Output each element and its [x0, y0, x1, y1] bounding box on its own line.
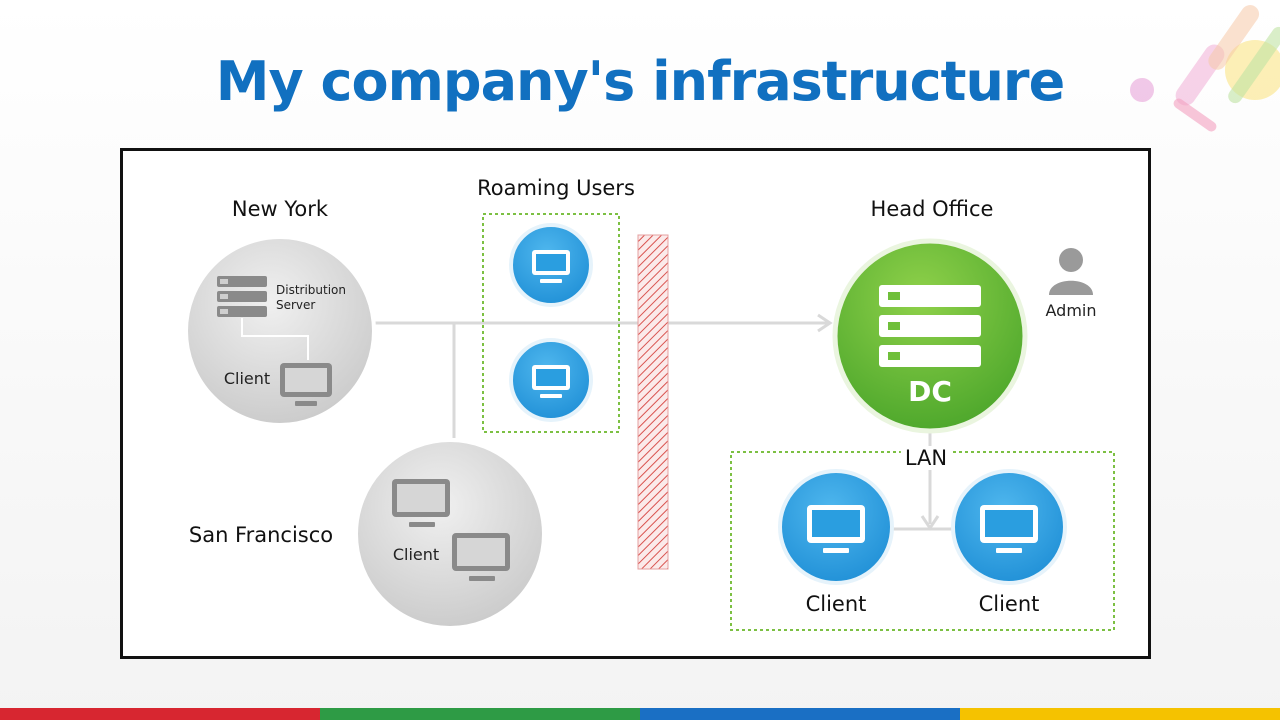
firewall	[637, 234, 669, 570]
san-francisco-site	[354, 438, 546, 630]
distribution-server-label: Distribution Server	[276, 283, 346, 313]
server-label-line-1: Distribution	[276, 283, 347, 297]
lan-client-label: Client	[805, 592, 867, 616]
admin-icon	[1049, 248, 1093, 295]
site-title-roaming-users: Roaming Users	[477, 176, 635, 200]
distribution-server-icon	[217, 276, 267, 317]
diagram-graphics	[184, 213, 1115, 631]
lan-client-node	[778, 469, 894, 585]
client-monitor-icon	[392, 479, 450, 527]
client-label: Client	[392, 545, 440, 564]
bar-segment-yellow	[960, 708, 1280, 720]
lan-boundary	[730, 451, 1115, 631]
client-monitor-icon	[452, 533, 510, 581]
server-icon	[879, 285, 981, 367]
bottom-color-bar	[0, 708, 1280, 720]
bar-segment-green	[320, 708, 640, 720]
roaming-user-node	[509, 338, 593, 422]
lan-client-label: Client	[978, 592, 1040, 616]
client-label: Client	[223, 369, 271, 388]
lan-label: LAN	[900, 446, 952, 470]
admin-label: Admin	[1045, 301, 1097, 320]
lan-client-node	[951, 469, 1067, 585]
client-monitor-icon	[280, 363, 332, 406]
arrow-to-dc	[817, 313, 833, 333]
site-title-head-office: Head Office	[870, 197, 994, 221]
arrow-to-lan	[920, 515, 940, 531]
site-title-new-york: New York	[231, 197, 329, 221]
domain-controller-node	[832, 238, 1028, 434]
page-title: My company's infrastructure	[215, 50, 1065, 113]
site-title-san-francisco: San Francisco	[188, 523, 334, 547]
bar-segment-blue	[640, 708, 960, 720]
server-label-line-2: Server	[276, 298, 316, 312]
roaming-users-boundary	[482, 213, 620, 433]
network-diagram: New York Distribution Server Client Roam…	[120, 148, 1151, 659]
bar-segment-red	[0, 708, 320, 720]
dc-label: DC	[908, 375, 952, 408]
new-york-site	[184, 235, 376, 427]
roaming-user-node	[509, 223, 593, 307]
